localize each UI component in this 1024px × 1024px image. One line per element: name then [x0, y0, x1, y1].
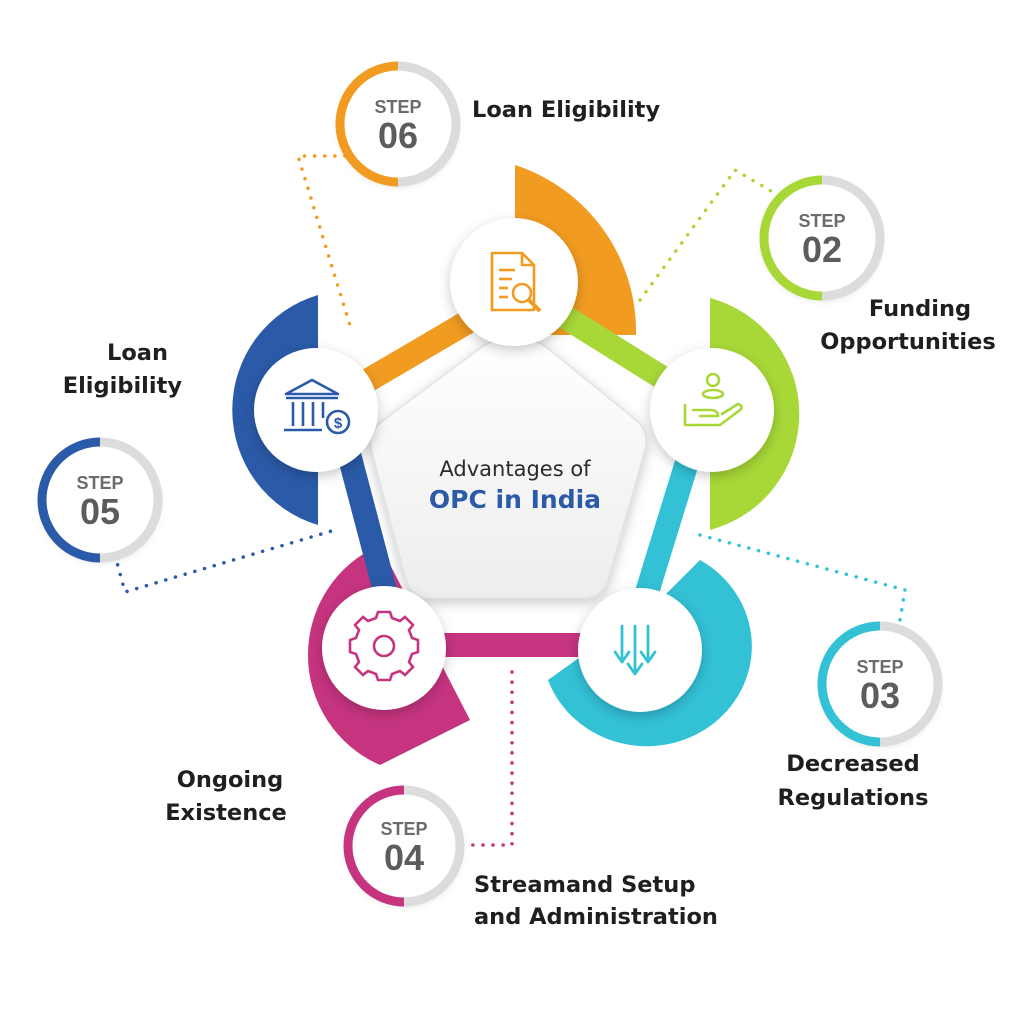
step-number: 04: [384, 837, 424, 878]
connector-step04: [460, 670, 514, 847]
step-badge-05: STEP 05: [37, 437, 163, 563]
icon-node-orange: [450, 218, 578, 346]
icon-node-lime: [650, 348, 774, 472]
hand-coin-icon: [683, 372, 743, 427]
icon-node-magenta: [322, 586, 446, 710]
step-word: STEP: [798, 211, 845, 231]
center-pentagon: Advantages of OPC in India: [369, 339, 648, 599]
step-badge-02: STEP 02: [759, 175, 885, 301]
down-arrows-icon: [613, 624, 657, 676]
label-ongoing-line1: Ongoing: [177, 767, 284, 793]
step-number: 05: [80, 491, 120, 532]
label-step05-line1: Loan: [107, 340, 168, 366]
label-step02-line2: Opportunities: [820, 329, 996, 355]
label-step05-line2: Eligibility: [63, 373, 183, 399]
label-step04-line2: and Administration: [474, 904, 718, 930]
bank-dollar-icon: $: [284, 378, 351, 435]
connector-step02: [638, 167, 780, 302]
label-step03-line2: Regulations: [778, 785, 929, 811]
label-ongoing-line2: Existence: [165, 800, 287, 826]
label-step03-line1: Decreased: [786, 751, 920, 777]
connector-step03: [698, 533, 907, 622]
center-title-line2: OPC in India: [429, 485, 601, 514]
step-number: 06: [378, 115, 418, 156]
dotted-connectors: [113, 154, 907, 847]
step-number: 03: [860, 675, 900, 716]
label-step06-line1: Loan Eligibility: [472, 97, 660, 123]
label-step02-line1: Funding: [869, 296, 971, 322]
document-search-icon: [490, 251, 542, 313]
step-badge-06: STEP 06: [335, 61, 461, 187]
icon-node-blue: $: [254, 348, 378, 472]
center-title-line1: Advantages of: [439, 457, 591, 481]
gear-icon: [348, 610, 420, 682]
step-word: STEP: [856, 657, 903, 677]
icon-node-cyan: [578, 588, 702, 712]
step-badge-03: STEP 03: [817, 621, 943, 747]
svg-text:$: $: [334, 415, 343, 432]
step-badge-04: STEP 04: [343, 785, 465, 907]
step-word: STEP: [76, 473, 123, 493]
step-number: 02: [802, 229, 842, 270]
step-word: STEP: [374, 97, 421, 117]
step-word: STEP: [380, 819, 427, 839]
label-step04-line1: Streamand Setup: [474, 872, 695, 898]
